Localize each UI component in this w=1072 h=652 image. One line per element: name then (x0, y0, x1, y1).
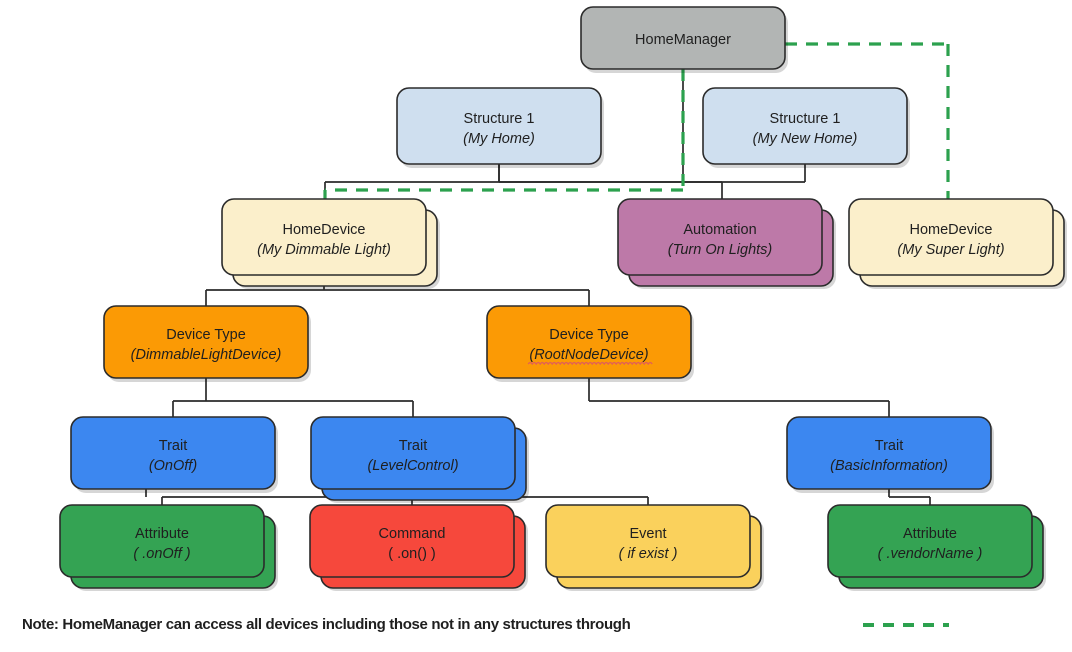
spellcheck-underline (527, 361, 653, 366)
node-subtitle: (My New Home) (753, 131, 858, 147)
connector-basicinfo-to-attribute (888, 489, 931, 505)
node-title: Attribute (135, 526, 189, 542)
node-title: Automation (683, 222, 756, 238)
node-title: HomeManager (635, 32, 731, 48)
node-devicetype-rootnodedevice[interactable]: Device Type (RootNodeDevice) (486, 305, 694, 382)
node-card[interactable] (309, 504, 515, 578)
node-subtitle: (Turn On Lights) (668, 242, 773, 258)
node-homedevice-super-light[interactable]: HomeDevice (My Super Light) (848, 198, 1067, 289)
node-automation-turn-on-lights[interactable]: Automation (Turn On Lights) (617, 198, 836, 289)
node-card[interactable] (580, 6, 786, 70)
green-dashed-link-hm-to-dimmable-light (323, 69, 685, 199)
node-card[interactable] (848, 198, 1054, 276)
node-subtitle: (DimmableLightDevice) (131, 347, 282, 363)
node-card[interactable] (702, 87, 908, 165)
node-subtitle: (My Home) (463, 131, 535, 147)
node-title: Event (629, 526, 666, 542)
node-subtitle: (LevelControl) (367, 458, 458, 474)
node-trait-basicinformation[interactable]: Trait (BasicInformation) (786, 416, 994, 493)
connector-rootnode-to-basicinfo (588, 378, 890, 417)
node-home-manager[interactable]: HomeManager (580, 6, 788, 73)
node-title: Device Type (166, 327, 246, 343)
node-devicetype-dimmablelightdevice[interactable]: Device Type (DimmableLightDevice) (103, 305, 311, 382)
node-subtitle: ( if exist ) (619, 546, 678, 562)
note-text: Note: HomeManager can access all devices… (22, 616, 631, 633)
node-subtitle: (BasicInformation) (830, 458, 948, 474)
node-card[interactable] (103, 305, 309, 379)
green-dashed-legend-icon (863, 623, 949, 627)
node-title: Trait (399, 438, 427, 454)
node-title: Trait (875, 438, 903, 454)
node-subtitle: ( .onOff ) (133, 546, 190, 562)
node-attribute-onoff[interactable]: Attribute ( .onOff ) (59, 504, 278, 591)
node-card[interactable] (786, 416, 992, 490)
connector-dimmablelight-to-traits (172, 378, 414, 417)
node-title: Trait (159, 438, 187, 454)
node-title: HomeDevice (283, 222, 366, 238)
green-dashed-link-hm-to-super-light (785, 42, 950, 199)
node-title: HomeDevice (910, 222, 993, 238)
node-attribute-vendorname[interactable]: Attribute ( .vendorName ) (827, 504, 1046, 591)
node-command-on[interactable]: Command ( .on() ) (309, 504, 528, 591)
node-card[interactable] (396, 87, 602, 165)
node-card[interactable] (310, 416, 516, 490)
node-trait-levelcontrol[interactable]: Trait (LevelControl) (310, 416, 529, 503)
node-event-if-exist[interactable]: Event ( if exist ) (545, 504, 764, 591)
node-card[interactable] (617, 198, 823, 276)
node-title: Structure 1 (770, 111, 841, 127)
node-subtitle: ( .on() ) (388, 546, 436, 562)
node-title: Command (379, 526, 446, 542)
node-title: Attribute (903, 526, 957, 542)
node-subtitle: ( .vendorName ) (878, 546, 983, 562)
green-dashed-links-group (323, 42, 950, 199)
node-subtitle: (RootNodeDevice) (529, 347, 648, 363)
node-title: Device Type (549, 327, 629, 343)
node-structure-my-home[interactable]: Structure 1 (My Home) (396, 87, 604, 168)
node-title: Structure 1 (464, 111, 535, 127)
node-card[interactable] (827, 504, 1033, 578)
node-trait-onoff[interactable]: Trait (OnOff) (70, 416, 278, 493)
node-subtitle: (My Super Light) (897, 242, 1004, 258)
connector-myhome-to-children (324, 164, 723, 199)
node-card[interactable] (486, 305, 692, 379)
node-homedevice-dimmable-light[interactable]: HomeDevice (My Dimmable Light) (221, 198, 440, 289)
node-card[interactable] (59, 504, 265, 578)
node-subtitle: (My Dimmable Light) (257, 242, 391, 258)
node-subtitle: (OnOff) (149, 458, 197, 474)
node-card[interactable] (545, 504, 751, 578)
node-card[interactable] (221, 198, 427, 276)
node-card[interactable] (70, 416, 276, 490)
node-structure-my-new-home[interactable]: Structure 1 (My New Home) (702, 87, 910, 168)
